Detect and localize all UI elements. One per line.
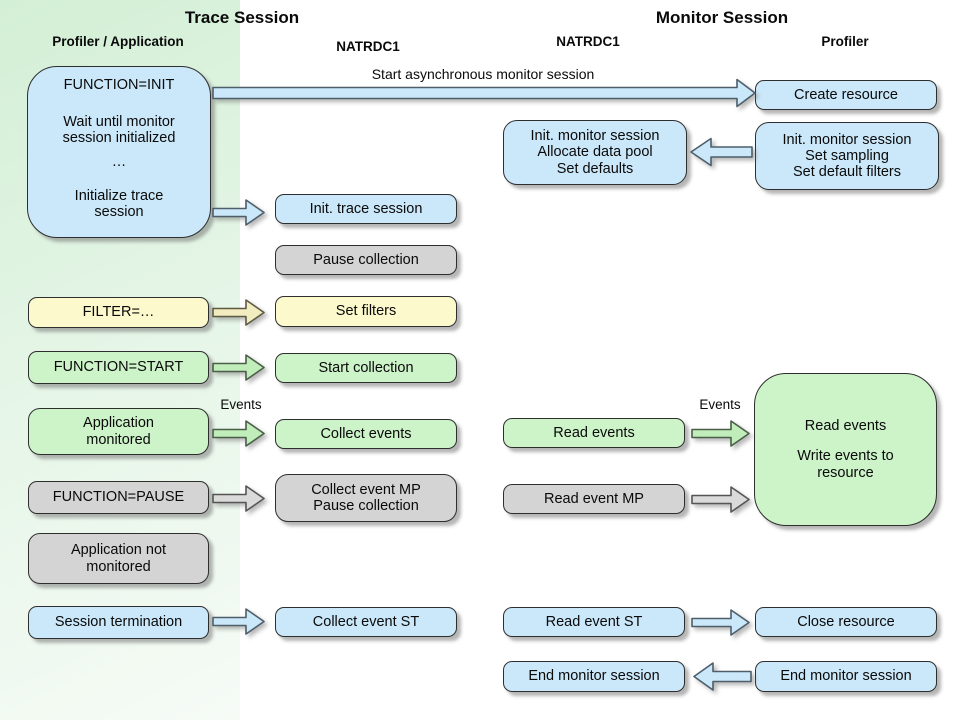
flow-box-line: Init. trace session: [309, 200, 423, 217]
flow-box-line: session initialized: [62, 130, 176, 147]
arrow-filter-to-set-filters: [212, 299, 265, 326]
flow-box-read-write-events: Read events Write events to resource: [754, 373, 937, 526]
flow-box-init-monitor-session-profiler: Init. monitor session Set sampling Set d…: [755, 122, 939, 190]
flow-box-line: Init. monitor session: [530, 128, 660, 145]
flow-box-line: Read events: [804, 418, 887, 435]
arrow-end-monitor-session-left: [693, 662, 752, 691]
arrow-read-event-mp-to-write-events: [691, 486, 750, 513]
flow-box-line: Read events: [553, 424, 635, 441]
flow-box-line: Collect event MP: [311, 481, 421, 498]
flow-box-line: Pause collection: [313, 498, 419, 514]
flow-box-collect-events: Collect events: [275, 419, 457, 449]
flow-box-line: session: [94, 204, 144, 221]
flow-box-read-event-mp: Read event MP: [503, 484, 685, 514]
flow-box-pause-collection: Pause collection: [275, 245, 457, 275]
flow-box-session-termination: Session termination: [28, 606, 209, 639]
label-start-async-monitor-session: Start asynchronous monitor session: [371, 66, 595, 82]
flow-box-read-events: Read events: [503, 418, 685, 448]
flow-box-close-resource: Close resource: [755, 607, 937, 637]
flow-box-line: End monitor session: [780, 668, 912, 685]
flow-box-line: Collect events: [320, 425, 412, 442]
flow-box-end-monitor-session-natrdc1: End monitor session: [503, 661, 685, 692]
arrow-func-init-to-init-trace: [212, 199, 265, 226]
arrow-session-termination-to-collect-event-st: [212, 608, 265, 635]
arrow-function-start-to-start-collection: [212, 354, 265, 381]
flow-box-line: Set filters: [335, 303, 397, 320]
flow-box-line: Wait until monitor: [63, 114, 175, 131]
arrow-read-event-st-to-close-resource: [691, 609, 750, 636]
flow-box-application-monitored: Application monitored: [28, 408, 209, 455]
flow-box-line: monitored: [86, 558, 151, 575]
arrow-start-async-monitor-session: [212, 78, 756, 108]
title-trace-session: Trace Session: [184, 8, 300, 27]
title-monitor-session: Monitor Session: [655, 8, 789, 27]
flow-box-init-monitor-session-natrdc1: Init. monitor session Allocate data pool…: [503, 120, 687, 185]
flow-box-create-resource: Create resource: [755, 80, 937, 110]
flow-box-line: Read event MP: [544, 490, 644, 507]
flow-box-line: Pause collection: [313, 251, 419, 268]
label-events-monitor: Events: [699, 397, 741, 412]
label-events-trace: Events: [220, 397, 262, 412]
column-header-natrdc1-trace: NATRDC1: [336, 39, 400, 54]
arrow-init-monitor-session-left: [690, 137, 753, 167]
flow-box-read-event-st: Read event ST: [503, 607, 685, 637]
flow-box-line: Set sampling: [805, 147, 889, 164]
flow-box-end-monitor-session-profiler: End monitor session: [755, 661, 937, 692]
flow-box-line: FUNCTION=START: [53, 359, 184, 376]
flow-box-line: Close resource: [797, 613, 895, 630]
column-header-profiler-application: Profiler / Application: [52, 34, 184, 49]
flow-box-set-filters: Set filters: [275, 296, 457, 327]
flow-box-start-collection: Start collection: [275, 353, 457, 383]
column-header-natrdc1-monitor: NATRDC1: [556, 34, 620, 49]
arrow-app-monitored-to-collect-events: [212, 420, 265, 447]
flow-box-function-pause: FUNCTION=PAUSE: [28, 481, 209, 514]
flow-box-collect-event-mp: Collect event MP Pause collection: [275, 474, 457, 522]
flow-box-line: Init. monitor session: [782, 131, 912, 148]
flow-box-init-trace-session: Init. trace session: [275, 194, 457, 224]
arrow-read-events-to-write-events: [691, 420, 750, 447]
flow-box-line: Application not: [70, 542, 167, 559]
flow-box-line: Initialize trace: [74, 187, 164, 204]
flow-box-line: FILTER=…: [82, 304, 155, 321]
flow-box-line: Application: [83, 415, 154, 432]
flow-box-function-init: FUNCTION=INIT Wait until monitor session…: [27, 66, 211, 238]
flow-box-line: FUNCTION=PAUSE: [52, 489, 185, 506]
flow-box-line: FUNCTION=INIT: [63, 77, 175, 93]
flow-box-line: Start collection: [318, 359, 414, 376]
flow-box-line: …: [111, 153, 127, 170]
flow-box-application-not-monitored: Application not monitored: [28, 533, 209, 584]
arrow-function-pause-to-collect-event-mp: [212, 485, 265, 512]
flow-box-line: Create resource: [794, 86, 898, 103]
flow-box-line: Allocate data pool: [537, 144, 653, 161]
column-header-profiler: Profiler: [821, 34, 869, 49]
flow-box-line: Collect event ST: [312, 613, 420, 630]
flow-box-line: Read event ST: [545, 613, 643, 630]
flow-box-line: Set defaults: [556, 160, 634, 177]
flow-box-filter: FILTER=…: [28, 297, 209, 328]
flow-box-line: resource: [817, 464, 874, 481]
flow-box-line: Session termination: [54, 614, 183, 631]
flow-box-collect-event-st: Collect event ST: [275, 607, 457, 637]
flow-box-line: monitored: [86, 431, 151, 448]
flow-box-line: Set default filters: [793, 164, 901, 181]
flow-box-line: End monitor session: [528, 668, 660, 685]
flow-box-line: Write events to: [797, 448, 894, 465]
flow-box-function-start: FUNCTION=START: [28, 351, 209, 384]
